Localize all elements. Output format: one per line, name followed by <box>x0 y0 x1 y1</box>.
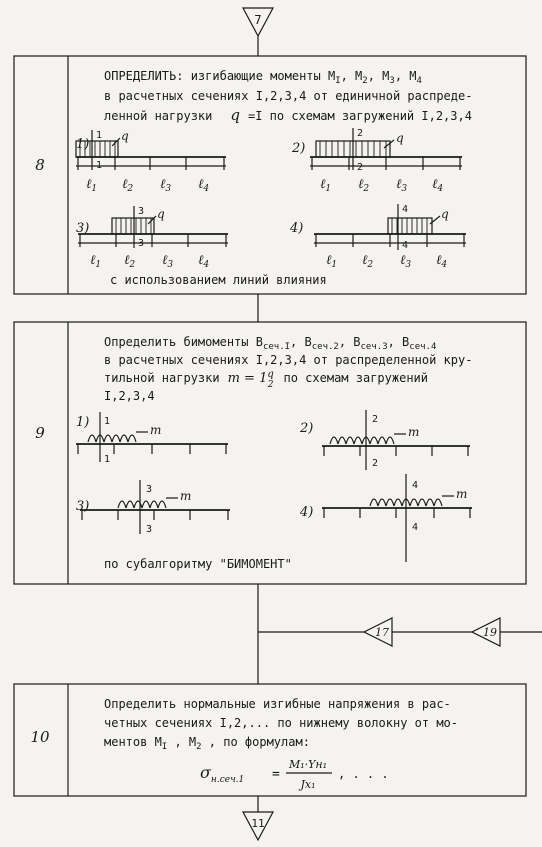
svg-text:m: m <box>180 489 191 503</box>
svg-text:4: 4 <box>412 480 418 491</box>
block-10-number: 10 <box>30 728 50 746</box>
svg-text:ℓ3: ℓ3 <box>160 177 171 194</box>
connector-11[interactable]: 11 <box>241 811 275 842</box>
svg-text:4): 4) <box>299 505 313 520</box>
block-10-line2: четных сечениях I,2,... по нижнему волок… <box>104 716 458 730</box>
block-9-line4: I,2,3,4 <box>104 389 155 403</box>
svg-text:q: q <box>121 129 129 143</box>
svg-text:3): 3) <box>76 221 89 236</box>
svg-text:ℓ2: ℓ2 <box>122 177 133 194</box>
svg-text:1): 1) <box>76 415 89 430</box>
svg-text:m: m <box>150 423 161 437</box>
svg-text:4: 4 <box>402 240 408 251</box>
block-9-footer: по субалгоритму "БИМОМЕНТ" <box>104 557 292 571</box>
svg-text:ℓ2: ℓ2 <box>358 177 369 194</box>
svg-text:=: = <box>272 767 280 782</box>
block-10-line1: Определить нормальные изгибные напряжени… <box>104 697 451 711</box>
svg-text:3: 3 <box>146 524 152 535</box>
svg-text:4: 4 <box>412 522 418 533</box>
svg-text:ℓ2: ℓ2 <box>124 253 135 270</box>
connector-17-label: 17 <box>375 626 389 639</box>
connector-7[interactable]: 7 <box>241 7 275 38</box>
svg-text:ℓ2: ℓ2 <box>362 253 373 270</box>
svg-text:4): 4) <box>289 221 303 236</box>
connector-11-label: 11 <box>251 817 264 830</box>
svg-text:ℓ4: ℓ4 <box>436 253 447 270</box>
block-9-scheme-1: 1) 1 1 m <box>76 412 228 465</box>
block-8-line2: в расчетных сечениях I,2,3,4 от единично… <box>104 89 472 103</box>
svg-text:2: 2 <box>372 414 378 425</box>
block-8-scheme-4: 4) 4 4 q ℓ1 ℓ2 ℓ3 ℓ4 <box>289 204 466 270</box>
svg-text:Jx₁: Jx₁ <box>298 778 315 791</box>
svg-text:3: 3 <box>146 484 152 495</box>
svg-text:ℓ3: ℓ3 <box>396 177 407 194</box>
svg-text:3): 3) <box>76 499 89 514</box>
svg-text:1: 1 <box>104 454 110 465</box>
svg-text:ℓ3: ℓ3 <box>162 253 173 270</box>
svg-text:q: q <box>441 207 449 221</box>
svg-text:q: q <box>396 131 404 145</box>
svg-text:1): 1) <box>76 137 89 152</box>
svg-text:2): 2) <box>299 421 313 436</box>
svg-text:4: 4 <box>402 204 408 215</box>
svg-text:ℓ1: ℓ1 <box>320 177 331 194</box>
block-9-number: 9 <box>35 424 45 442</box>
block-9-scheme-3: 3) 3 3 m <box>76 480 230 535</box>
svg-text:1: 1 <box>104 416 110 427</box>
svg-text:ℓ3: ℓ3 <box>400 253 411 270</box>
svg-text:2): 2) <box>291 141 305 156</box>
block-9-scheme-2: 2) 2 2 m <box>299 410 470 470</box>
svg-text:m: m <box>408 425 419 439</box>
block-9-line1: Определить бимоменты Bсеч.I, Bсеч.2, Bсе… <box>104 335 436 352</box>
svg-text:m: m <box>456 487 467 501</box>
connector-7-label: 7 <box>254 13 261 27</box>
svg-text:ℓ4: ℓ4 <box>198 253 209 270</box>
svg-text:ℓ1: ℓ1 <box>86 177 97 194</box>
svg-text:2: 2 <box>357 128 363 139</box>
block-8-scheme-3: 3) 3 3 q ℓ1 ℓ2 ℓ3 ℓ4 <box>76 206 228 270</box>
svg-text:3: 3 <box>138 206 144 217</box>
block-9: 9 Определить бимоменты Bсеч.I, Bсеч.2, B… <box>13 321 527 585</box>
svg-text:ℓ4: ℓ4 <box>432 177 443 194</box>
block-8-scheme-2: 2) 2 2 q ℓ1 ℓ2 ℓ3 ℓ4 <box>291 128 462 194</box>
connector-19-label: 19 <box>483 626 497 639</box>
block-8-number: 8 <box>35 156 45 174</box>
block-10: 10 Определить нормальные изгибные напряж… <box>13 683 527 797</box>
connector-19[interactable]: 19 <box>470 617 501 647</box>
block-8-line1: ОПРЕДЕЛИТЬ: изгибающие моменты MI, M2, M… <box>104 69 422 86</box>
svg-text:, . . .: , . . . <box>338 767 389 781</box>
svg-text:ℓ1: ℓ1 <box>326 253 337 270</box>
svg-text:M₁·Yн₁: M₁·Yн₁ <box>288 758 327 771</box>
svg-text:1: 1 <box>96 130 102 141</box>
svg-text:σн.сеч.1: σн.сеч.1 <box>200 763 244 785</box>
svg-text:ℓ4: ℓ4 <box>198 177 209 194</box>
block-10-line3: ментов MI , M2 , по формулам: <box>104 735 310 752</box>
svg-text:2: 2 <box>372 458 378 469</box>
svg-text:2: 2 <box>357 162 363 173</box>
block-8-footer: с использованием линий влияния <box>110 273 327 287</box>
svg-text:ℓ1: ℓ1 <box>90 253 101 270</box>
stress-formula: σн.сеч.1 = M₁·Yн₁ Jx₁ , . . . <box>200 758 389 791</box>
block-8-scheme-1: 1) 1 1 q ℓ1 ℓ2 ℓ3 ℓ4 <box>75 129 226 194</box>
connector-17[interactable]: 17 <box>362 617 393 647</box>
block-9-line2: в расчетных сечениях I,2,3,4 от распреде… <box>104 353 472 367</box>
block-9-scheme-4: 4) 4 4 m <box>299 474 472 562</box>
block-8: 8 ОПРЕДЕЛИТЬ: изгибающие моменты MI, M2,… <box>13 55 527 295</box>
svg-text:q: q <box>157 207 165 221</box>
